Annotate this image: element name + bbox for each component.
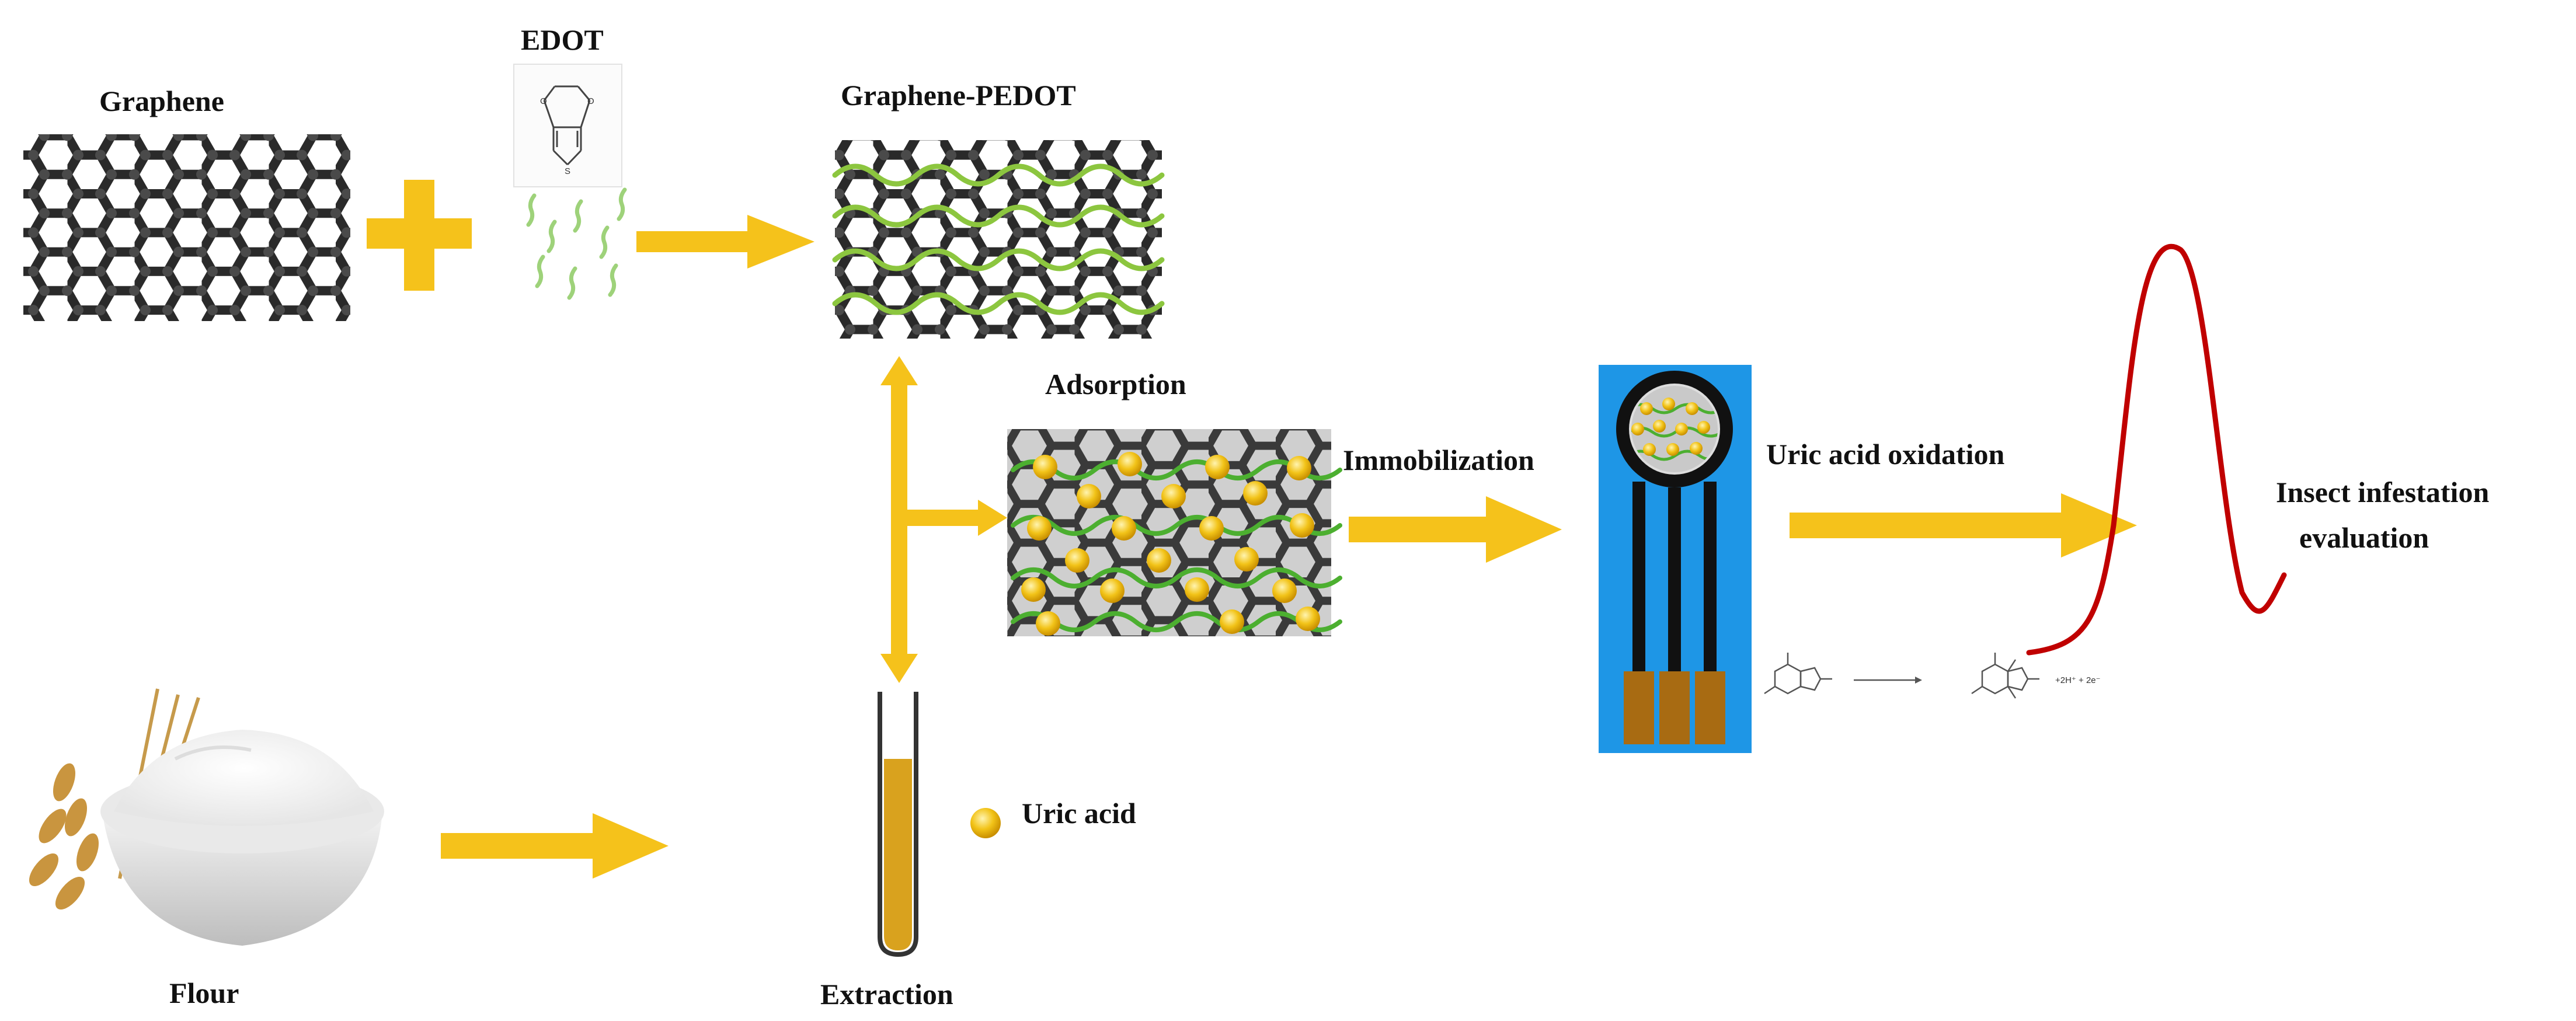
uric-acid-structure-icon [1764,653,1832,695]
adsorption-label: Adsorption [1045,368,1186,400]
graphene-lattice-icon [23,134,350,321]
extraction-label: Extraction [820,978,953,1010]
test-tube-icon [878,692,918,957]
edot-monomers [526,187,627,300]
insect-infestation-line2: evaluation [2299,521,2429,554]
arrow-icon [1790,493,2137,557]
plus-icon [367,180,472,291]
flour-bowl-icon [100,730,384,946]
graphene-label: Graphene [99,85,224,117]
flow-connector [880,356,1007,683]
edot-molecule-icon: O O S [513,64,622,187]
uric-acid-label: Uric acid [1022,797,1136,830]
peak-signal-icon [2026,243,2287,656]
graphene-pedot-label: Graphene-PEDOT [841,79,1076,111]
electrode-icon [1599,365,1752,753]
edot-sulfur: S [565,166,570,176]
adsorption-composite-icon [1007,429,1342,636]
arrow-icon [636,215,814,269]
insect-infestation-label: Insect infestation evaluation [2276,476,2497,554]
flour-label: Flour [169,977,239,1009]
edot-label: EDOT [521,23,604,56]
insect-infestation-line1: Insect infestation [2276,476,2489,508]
immobilization-label: Immobilization [1343,444,1534,476]
reaction-arrowhead [1915,677,1922,684]
arrow-icon [441,813,669,879]
graphene-pedot-lattice-icon [832,140,1165,339]
uric-acid-oxidation-label: Uric acid oxidation [1766,438,2005,471]
arrow-icon [1349,496,1562,563]
oxidized-product-structure-icon [1971,653,2039,699]
edot-oxygen-left: O [540,96,547,106]
edot-oxygen-right: O [587,96,594,106]
reaction-products-text: +2H⁺ + 2e⁻ [2055,675,2101,685]
uric-acid-bead-icon [970,808,1001,838]
